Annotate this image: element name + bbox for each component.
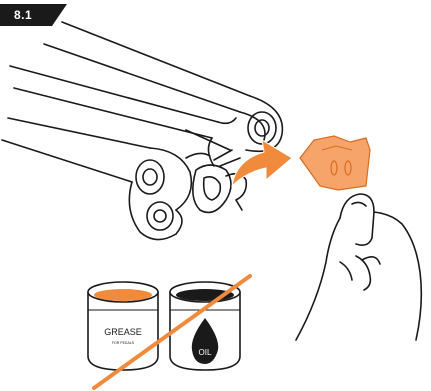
cleat-part	[300, 136, 370, 190]
grease-label: GREASE	[104, 327, 142, 337]
bolt-head	[147, 202, 173, 230]
hand-illustration	[296, 194, 421, 340]
grease-can: GREASE FOR PEDALS	[88, 282, 158, 370]
curved-arrow-icon	[232, 140, 292, 186]
oil-label: OIL	[199, 348, 212, 357]
grease-sublabel: FOR PEDALS	[112, 341, 135, 345]
bolt-hole-lower	[136, 160, 164, 194]
bolt-hole-upper	[248, 112, 276, 144]
